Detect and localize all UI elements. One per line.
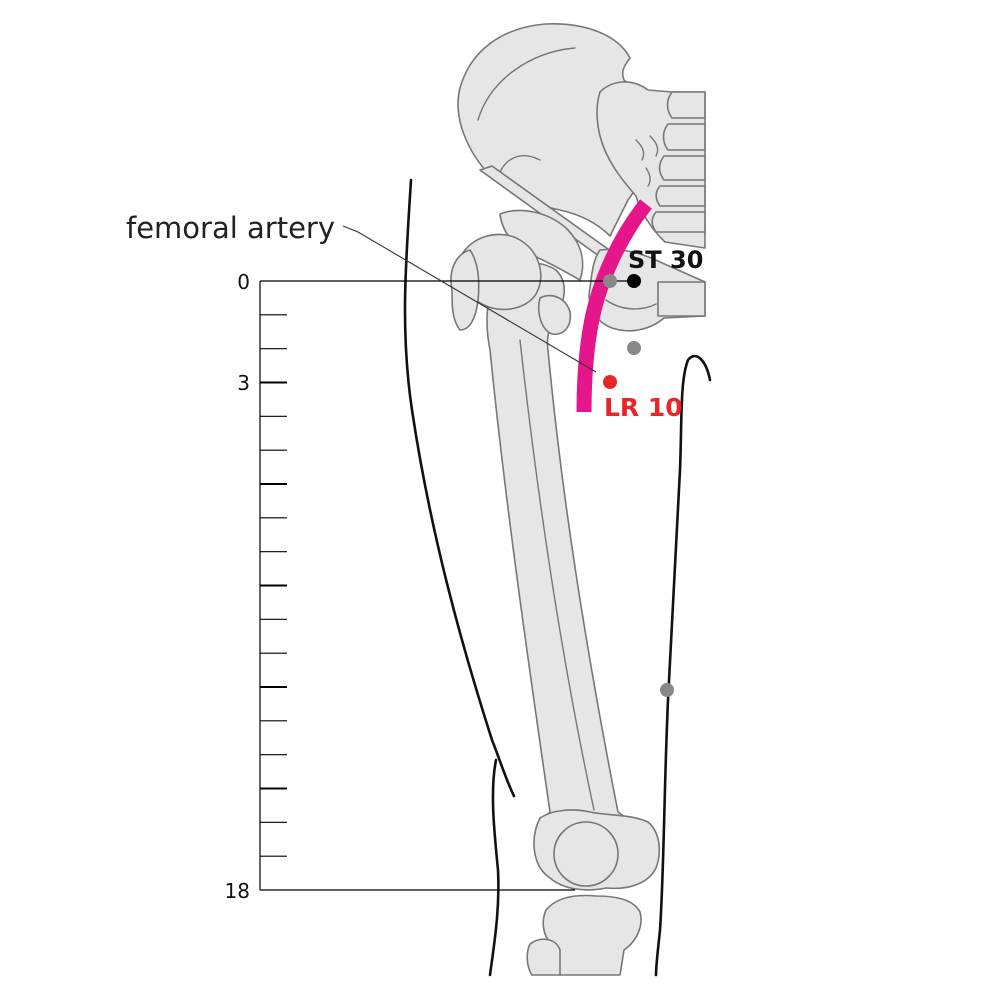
inner-thigh-outline xyxy=(654,354,712,977)
greater-trochanter xyxy=(450,249,480,331)
artery-leader-line xyxy=(342,225,597,373)
scale-ticks xyxy=(260,314,287,857)
pelvis xyxy=(457,23,706,332)
spine-segments xyxy=(651,91,706,233)
artery-label: femoral artery xyxy=(126,211,335,245)
scale-label-mid: 3 xyxy=(237,371,250,395)
iliac-crest-inner xyxy=(477,47,576,121)
proportional-scale: 0 3 18 xyxy=(225,270,632,903)
lr10-label: LR 10 xyxy=(604,393,683,422)
skin-outline xyxy=(403,178,712,977)
st30-label: ST 30 xyxy=(628,246,703,274)
grey-point-upper xyxy=(603,274,617,288)
grey-point-inner-thigh xyxy=(660,683,674,697)
patella xyxy=(553,821,619,887)
femoral-artery xyxy=(576,199,652,413)
pubic-symphysis xyxy=(657,281,706,317)
acupoints xyxy=(603,274,674,697)
femur-shaft-line xyxy=(519,339,595,811)
grey-point-pubic xyxy=(627,341,641,355)
femur xyxy=(450,233,661,976)
lr10-point xyxy=(603,375,617,389)
st30-point xyxy=(627,274,641,288)
scale-label-top: 0 xyxy=(237,270,250,294)
outer-knee-outline xyxy=(488,758,500,977)
fibula-head xyxy=(526,938,561,976)
lesser-trochanter xyxy=(537,294,572,336)
outer-thigh-outline xyxy=(403,178,516,798)
scale-label-bottom: 18 xyxy=(225,879,250,903)
